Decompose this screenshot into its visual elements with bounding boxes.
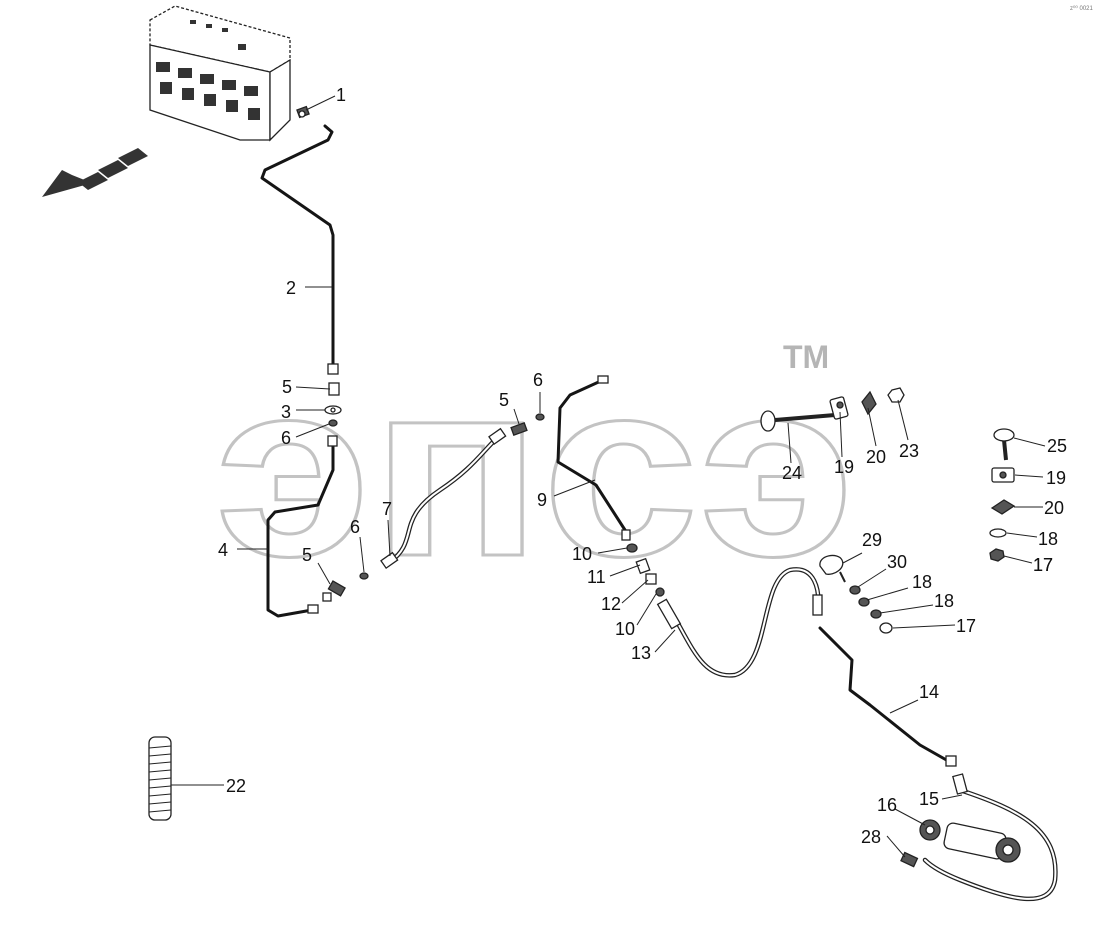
callout-17-middle: 17 bbox=[956, 616, 976, 636]
washer-part-18-right bbox=[989, 528, 1007, 538]
clamp-part-19-upper bbox=[829, 396, 849, 420]
callout-19-upper: 19 bbox=[834, 457, 854, 477]
fitting-part-1 bbox=[296, 105, 310, 119]
callout-23: 23 bbox=[899, 441, 919, 461]
callout-3: 3 bbox=[281, 402, 291, 422]
callout-22: 22 bbox=[226, 776, 246, 796]
hose-part-13 bbox=[656, 567, 823, 678]
callout-4: 4 bbox=[218, 540, 228, 560]
seal-part-10-lower bbox=[655, 587, 665, 597]
callout-18-right: 18 bbox=[1038, 529, 1058, 549]
pipe-part-2 bbox=[260, 124, 335, 367]
direction-arrow bbox=[42, 148, 148, 197]
callout-6-lower: 6 bbox=[350, 517, 360, 537]
seal-part-30 bbox=[849, 585, 861, 595]
washer-part-18-middle-a bbox=[858, 597, 870, 607]
pipe-9-top-fitting bbox=[597, 375, 609, 384]
callout-12: 12 bbox=[601, 594, 621, 614]
pipe-4-lower-fitting bbox=[307, 604, 319, 614]
callout-17-extra: 17 bbox=[1033, 555, 1053, 575]
seal-part-6-upper bbox=[328, 419, 338, 427]
callout-17-right: 17 bbox=[1033, 555, 1053, 575]
callout-11: 11 bbox=[587, 567, 606, 587]
nut-part-17-right bbox=[989, 548, 1005, 562]
callout-16: 16 bbox=[877, 795, 897, 815]
callout-5-lower: 5 bbox=[302, 545, 312, 565]
callout-29: 29 bbox=[862, 530, 882, 550]
watermark-trademark: TM bbox=[783, 339, 829, 375]
pipe-2-end-fitting bbox=[327, 363, 339, 375]
adapter-part-11 bbox=[635, 557, 651, 575]
callout-20-upper: 20 bbox=[866, 447, 886, 467]
callout-14: 14 bbox=[919, 682, 939, 702]
corner-code: z⁰⁰ 0021 bbox=[1070, 5, 1093, 12]
pipe-14-end-fitting bbox=[945, 755, 957, 767]
callout-24: 24 bbox=[782, 463, 802, 483]
clamp-part-19-right bbox=[991, 467, 1015, 483]
connector-part-5-upper bbox=[328, 382, 340, 396]
callout-5-upper: 5 bbox=[282, 377, 292, 397]
callout-15: 15 bbox=[919, 789, 939, 809]
valve-block bbox=[149, 5, 291, 142]
hose-part-15 bbox=[922, 773, 1058, 902]
plate-part-20-right bbox=[990, 499, 1016, 515]
bolt-part-24 bbox=[760, 410, 836, 432]
pipe-4-end-fitting bbox=[327, 435, 338, 447]
hose-protector-part-22 bbox=[148, 736, 172, 821]
callout-6-upper: 6 bbox=[281, 428, 291, 448]
cylinder-part-16 bbox=[919, 819, 1021, 863]
bolt-part-25 bbox=[993, 428, 1015, 461]
adapter-part-12 bbox=[645, 573, 657, 585]
callout-13: 13 bbox=[631, 643, 651, 663]
callout-25: 25 bbox=[1047, 436, 1067, 456]
pipe-part-14 bbox=[818, 626, 952, 764]
callout-30: 30 bbox=[887, 552, 907, 572]
callout-10-lower: 10 bbox=[615, 619, 635, 639]
callout-7: 7 bbox=[382, 499, 392, 519]
watermark: эпсэ TM bbox=[214, 328, 857, 610]
connector-part-5-middle bbox=[510, 422, 528, 436]
connector-part-5-lower bbox=[322, 580, 346, 602]
nut-part-17-middle bbox=[879, 622, 893, 634]
washer-part-18-middle-b bbox=[870, 609, 882, 619]
callout-20-right: 20 bbox=[1044, 498, 1064, 518]
watermark-text: эпсэ bbox=[215, 329, 855, 608]
fitting-part-28 bbox=[900, 851, 919, 868]
callout-2: 2 bbox=[286, 278, 296, 298]
callouts: 1 2 3 4 5 5 5 6 6 6 7 9 10 10 11 12 13 1… bbox=[218, 85, 1067, 847]
callout-18-middle-a: 18 bbox=[912, 572, 932, 592]
callout-28: 28 bbox=[861, 827, 881, 847]
callout-6-middle: 6 bbox=[533, 370, 543, 390]
nut-part-23 bbox=[887, 387, 905, 403]
pipe-part-4 bbox=[266, 438, 335, 618]
seal-part-6-middle bbox=[535, 413, 545, 421]
seal-part-6-lower bbox=[359, 572, 369, 580]
callout-19-right: 19 bbox=[1046, 468, 1066, 488]
leader-lines bbox=[171, 95, 1046, 858]
pipe-part-9 bbox=[556, 378, 627, 532]
callout-10-upper: 10 bbox=[572, 544, 592, 564]
callout-5-middle: 5 bbox=[499, 390, 509, 410]
grommet-part-29 bbox=[819, 554, 846, 583]
plate-part-20-upper bbox=[861, 390, 877, 416]
callout-1: 1 bbox=[336, 85, 346, 105]
seal-part-10-upper bbox=[626, 543, 638, 553]
pipe-9-bottom-fitting bbox=[621, 529, 631, 541]
callout-9: 9 bbox=[537, 490, 547, 510]
callout-18-middle-b: 18 bbox=[934, 591, 954, 611]
hose-part-7 bbox=[380, 427, 507, 570]
